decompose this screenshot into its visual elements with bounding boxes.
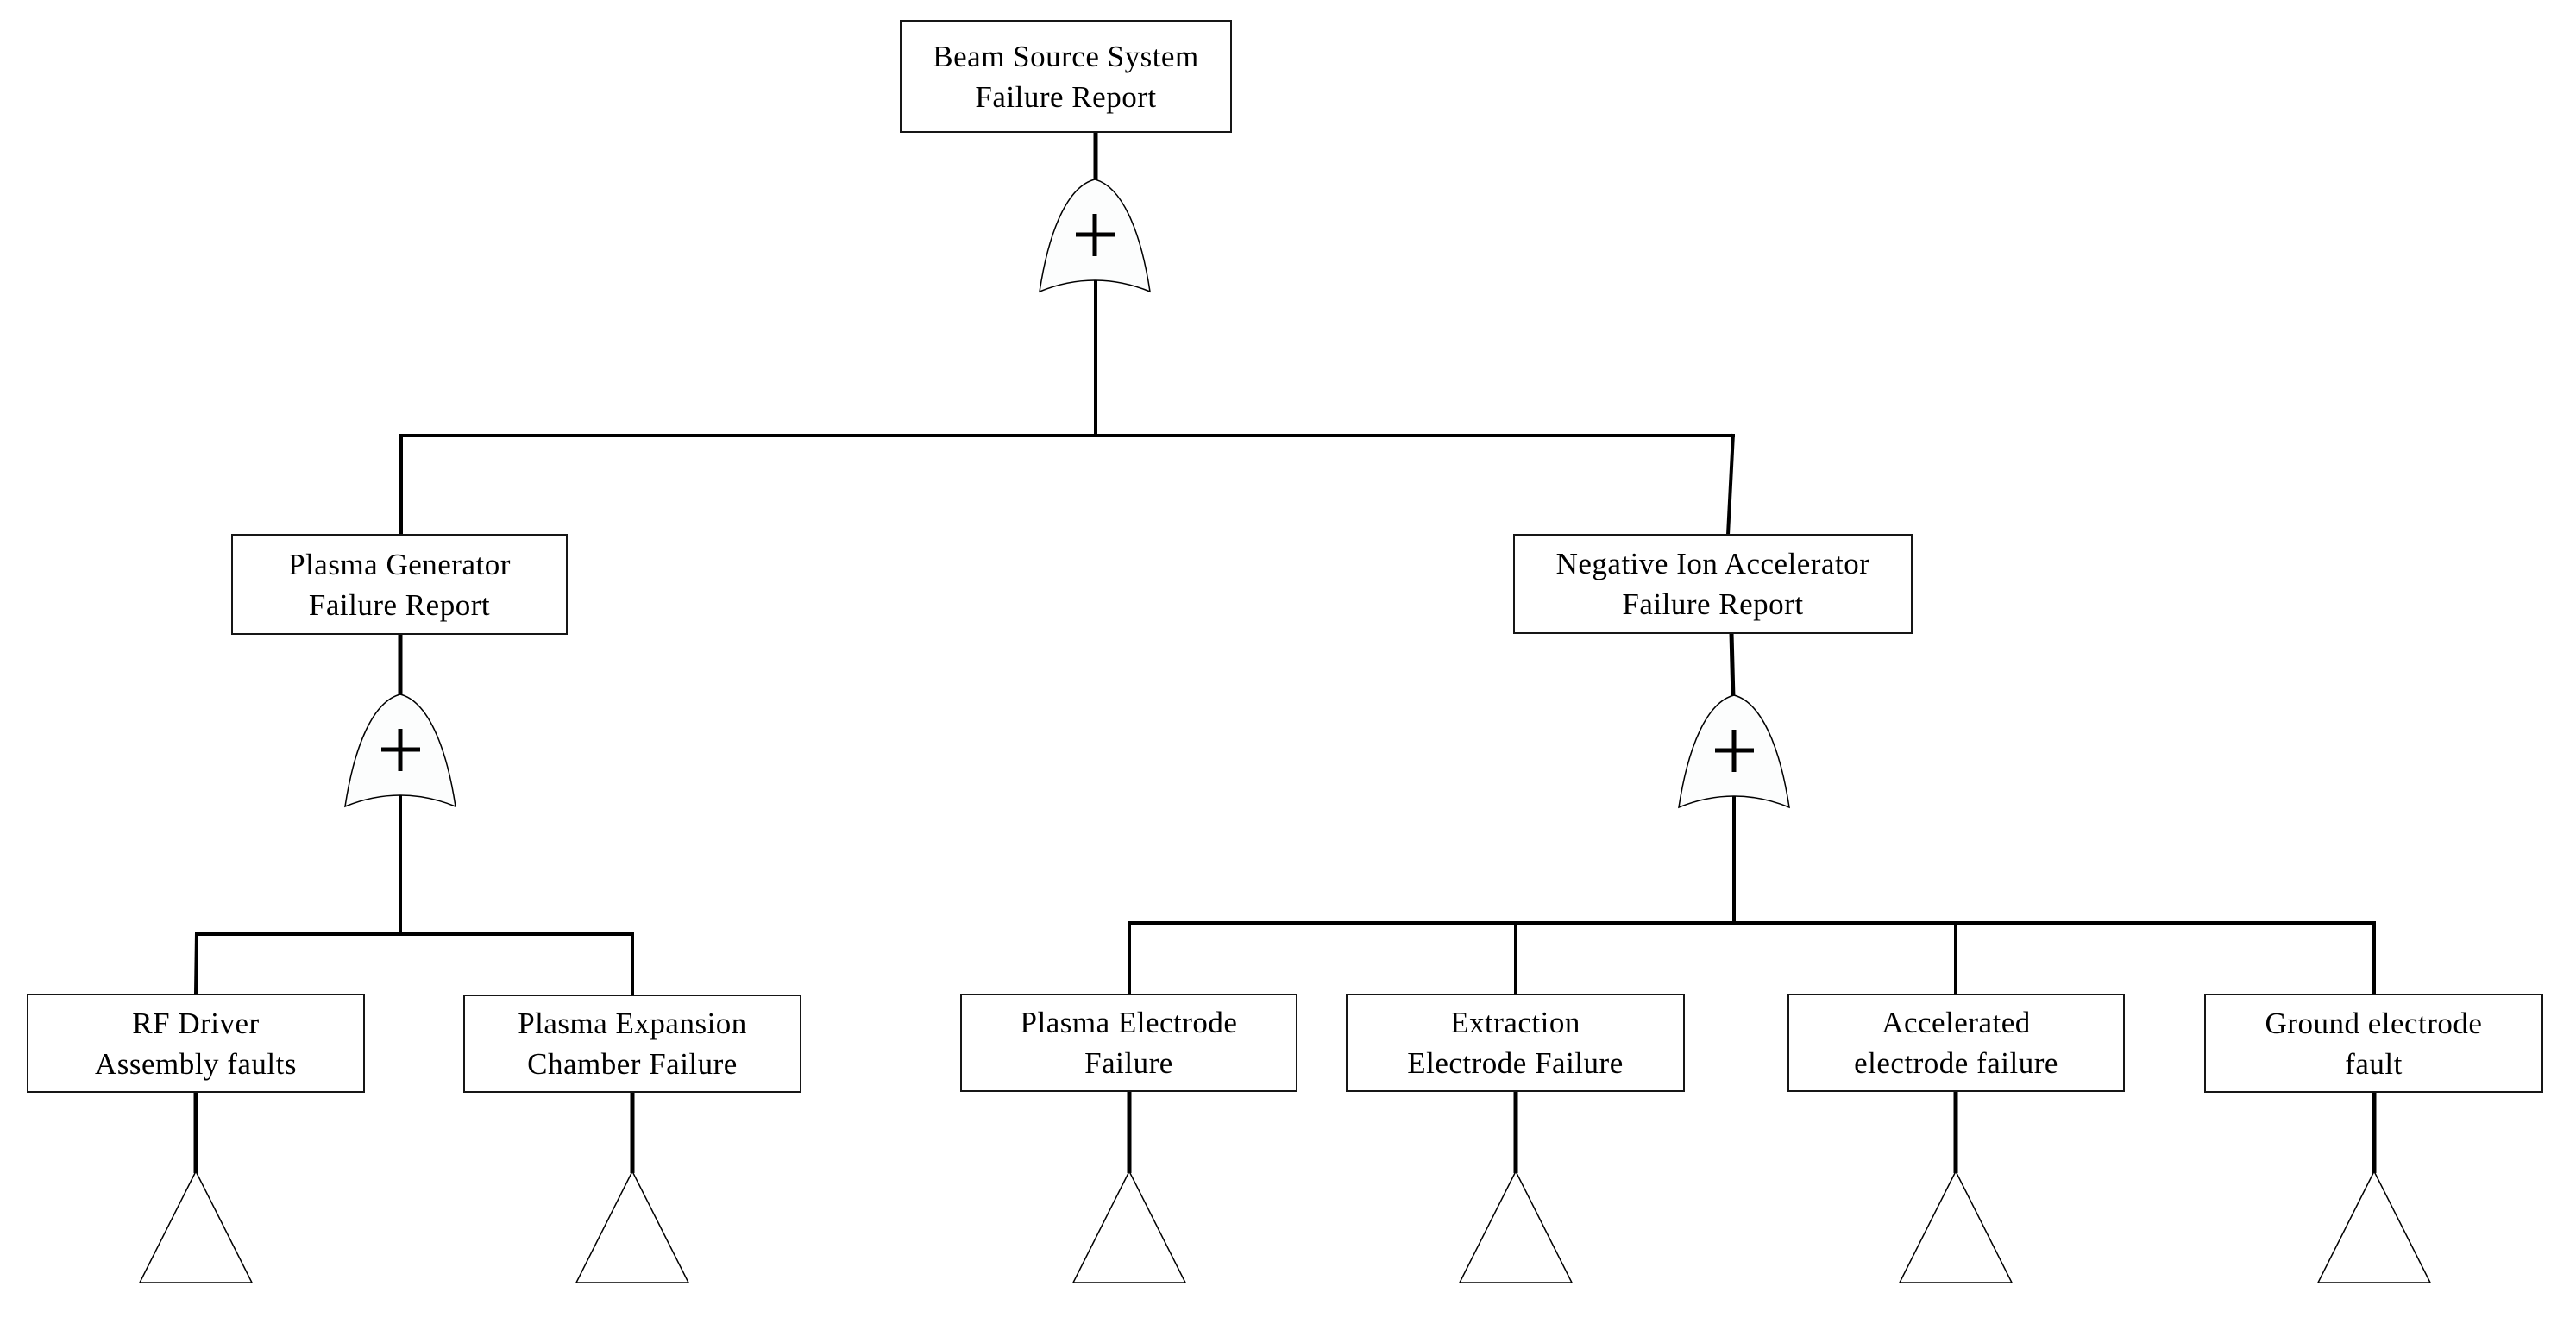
transfer-triangle-icon [2316,1170,2432,1283]
node-plasma-generator: Plasma Generator Failure Report [231,534,568,635]
node-label: Plasma Generator Failure Report [288,547,511,622]
or-gate-icon [1039,179,1151,293]
transfer-triangle-icon [1898,1170,2014,1283]
node-label: Accelerated electrode failure [1854,1006,2058,1080]
transfer-triangle-icon [1071,1170,1187,1283]
node-beam-source-system: Beam Source System Failure Report [900,20,1232,133]
node-label: Extraction Electrode Failure [1407,1006,1624,1080]
connector-line [1726,433,1735,536]
or-gate-icon [1678,694,1790,809]
plus-icon [1715,730,1754,772]
node-ground-electrode: Ground electrode fault [2204,994,2543,1093]
plus-icon [1076,214,1115,256]
node-extraction-electrode: Extraction Electrode Failure [1346,994,1685,1092]
node-plasma-electrode: Plasma Electrode Failure [960,994,1297,1092]
connector-line [1729,632,1736,700]
node-negative-ion-accelerator: Negative Ion Accelerator Failure Report [1513,534,1913,634]
connector-line [194,932,198,995]
or-gate-icon [344,693,456,808]
transfer-triangles [138,1170,2432,1283]
transfer-triangle-icon [1458,1170,1574,1283]
node-label: Plasma Electrode Failure [1020,1006,1238,1080]
transfer-triangle-icon [138,1170,254,1283]
node-accelerated-electrode: Accelerated electrode failure [1787,994,2125,1092]
transfer-triangle-icon [575,1170,690,1283]
plus-icon [381,729,420,771]
node-plasma-expansion: Plasma Expansion Chamber Failure [463,995,801,1093]
connector-lines [193,131,2377,1173]
node-label: Ground electrode fault [2265,1006,2483,1081]
node-rf-driver: RF Driver Assembly faults [27,994,365,1093]
node-label: Beam Source System Failure Report [933,39,1199,114]
node-label: Negative Ion Accelerator Failure Report [1555,547,1870,621]
node-label: RF Driver Assembly faults [94,1006,297,1081]
node-label: Plasma Expansion Chamber Failure [518,1007,747,1081]
